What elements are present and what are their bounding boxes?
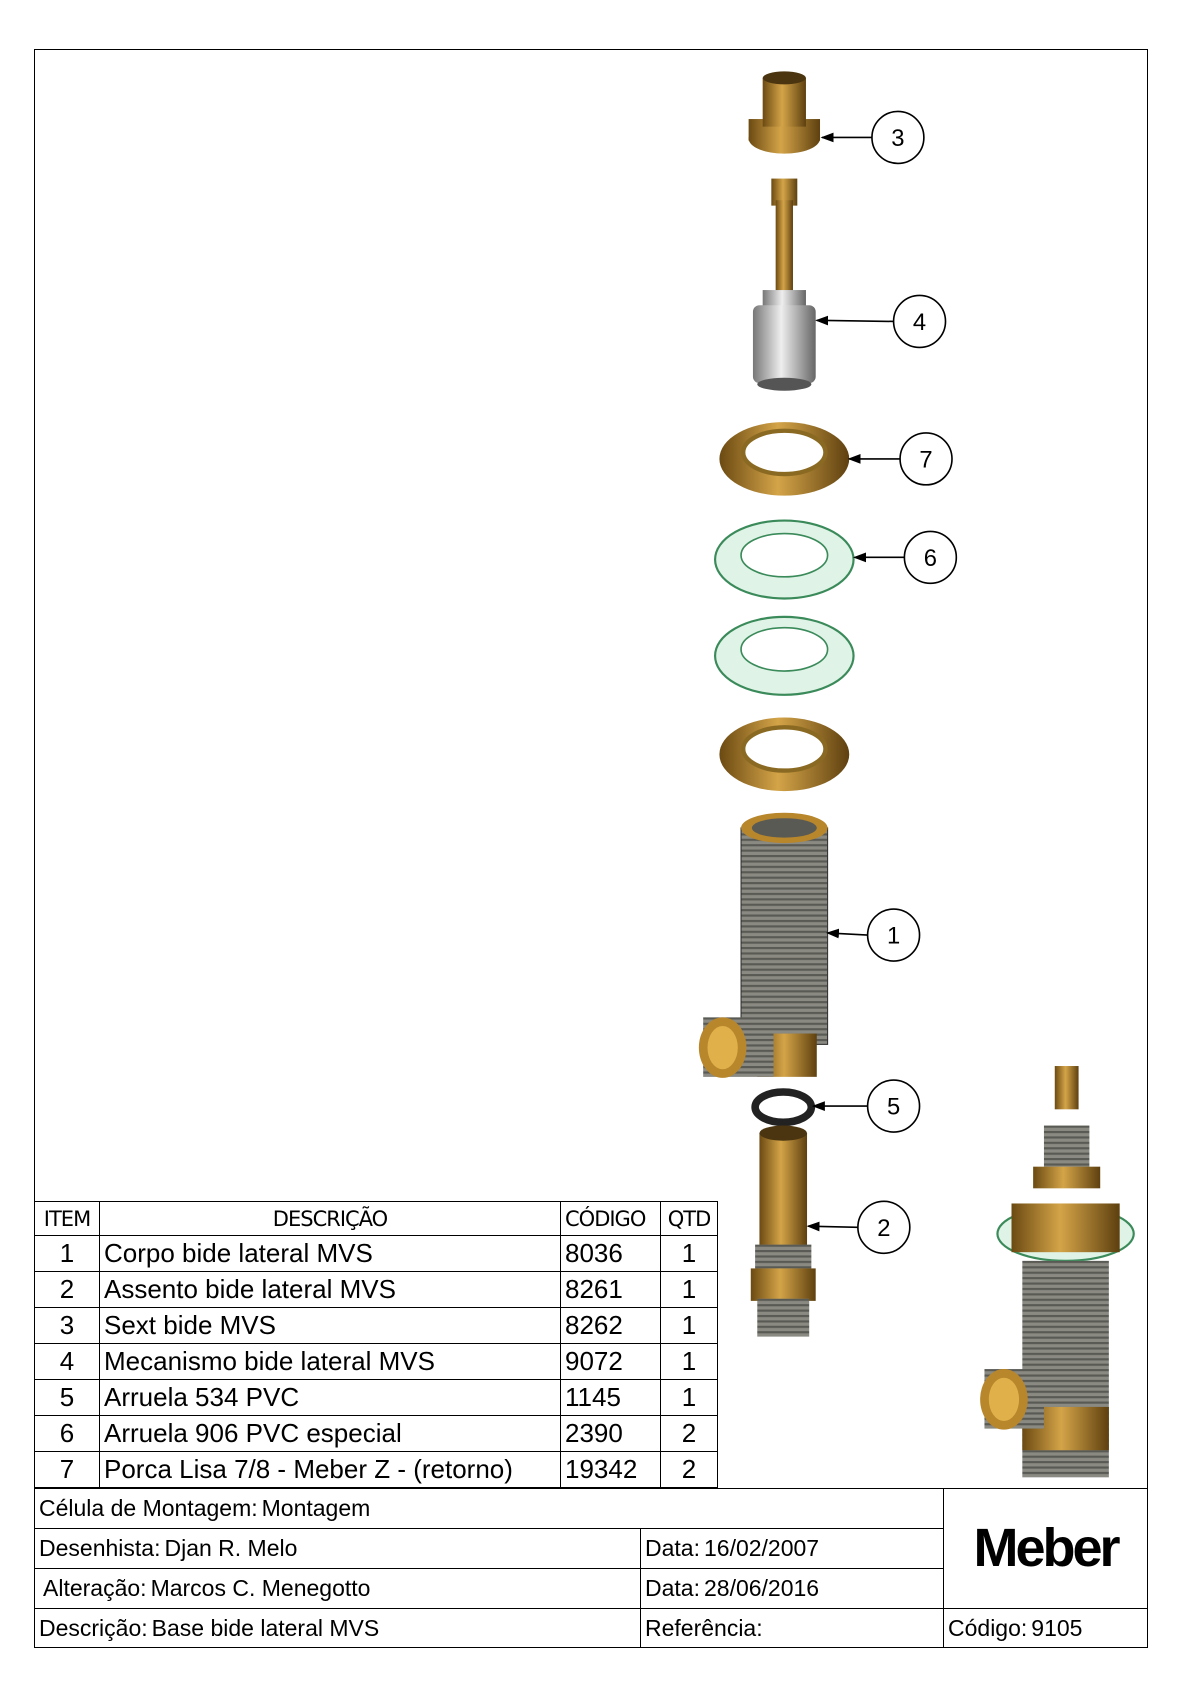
codigo-label: Código: (948, 1614, 1028, 1641)
cell-qtd: 1 (660, 1343, 718, 1380)
cell-codigo: 19342 (560, 1451, 661, 1488)
svg-text:2: 2 (877, 1215, 890, 1242)
logo-cell (943, 1488, 1148, 1609)
desenhista-label: Desenhista: (39, 1535, 161, 1561)
codigo-field: Código:9105 (943, 1608, 1148, 1648)
header-item: ITEM (34, 1201, 100, 1236)
bom-header: ITEM DESCRIÇÃO CÓDIGO QTD (34, 1201, 718, 1236)
cell-descricao: Porca Lisa 7/8 - Meber Z - (retorno) (99, 1451, 561, 1488)
part-assento (750, 1125, 816, 1337)
descricao-field: Descrição:Base bide lateral MVS (34, 1608, 641, 1648)
header-qtd: QTD (660, 1201, 718, 1236)
cell-item: 6 (34, 1415, 100, 1452)
cell-descricao: Assento bide lateral MVS (99, 1271, 561, 1308)
balloon-6: 6 (903, 530, 958, 585)
header-descricao: DESCRIÇÃO (99, 1201, 561, 1236)
celula-value: Montagem (261, 1495, 371, 1521)
cell-codigo: 1145 (560, 1379, 661, 1416)
celula-field: Célula de Montagem:Montagem (34, 1488, 944, 1529)
balloon-4: 4 (892, 294, 947, 349)
referencia-label: Referência: (645, 1614, 763, 1641)
cell-descricao: Arruela 534 PVC (99, 1379, 561, 1416)
svg-text:4: 4 (913, 309, 926, 336)
cell-item: 4 (34, 1343, 100, 1380)
svg-text:3: 3 (891, 125, 904, 152)
cell-qtd: 1 (660, 1307, 718, 1344)
cell-descricao: Mecanismo bide lateral MVS (99, 1343, 561, 1380)
cell-codigo: 8036 (560, 1235, 661, 1272)
desenhista-field: Desenhista:Djan R. Melo (34, 1528, 641, 1569)
part-corpo (698, 812, 829, 1078)
part-arruela-534 (751, 1088, 816, 1127)
cell-descricao: Sext bide MVS (99, 1307, 561, 1344)
desenhista-value: Djan R. Melo (164, 1535, 298, 1561)
balloon-3: 3 (871, 110, 925, 165)
balloon-2: 2 (857, 1200, 911, 1255)
cell-item: 1 (34, 1235, 100, 1272)
celula-label: Célula de Montagem: (39, 1495, 258, 1521)
cell-descricao: Corpo bide lateral MVS (99, 1235, 561, 1272)
header-codigo: CÓDIGO (560, 1201, 661, 1236)
cell-qtd: 2 (660, 1415, 718, 1452)
part-arruela-906 (714, 519, 855, 696)
cell-descricao: Arruela 906 PVC especial (99, 1415, 561, 1452)
data-alteracao-field: Data:28/06/2016 (640, 1568, 944, 1609)
data1-label: Data: (645, 1535, 700, 1561)
descricao-value: Base bide lateral MVS (151, 1614, 380, 1641)
cell-codigo: 8261 (560, 1271, 661, 1308)
meber-logo: Meber (973, 1518, 1120, 1578)
cell-qtd: 1 (660, 1235, 718, 1272)
cell-codigo: 9072 (560, 1343, 661, 1380)
part-mecanismo (752, 178, 816, 391)
cell-qtd: 1 (660, 1379, 718, 1416)
data-criacao-field: Data:16/02/2007 (640, 1528, 944, 1569)
svg-text:7: 7 (919, 447, 932, 474)
svg-text:6: 6 (924, 545, 937, 572)
balloon-7: 7 (899, 432, 953, 486)
cell-item: 2 (34, 1271, 100, 1308)
assembled-view (980, 1066, 1135, 1478)
data1-value: 16/02/2007 (703, 1535, 820, 1561)
referencia-field: Referência: (640, 1608, 944, 1648)
part-sext-bide (748, 71, 821, 154)
part-porca-top (719, 422, 850, 496)
codigo-value: 9105 (1031, 1614, 1083, 1641)
data2-value: 28/06/2016 (703, 1575, 820, 1601)
cell-codigo: 8262 (560, 1307, 661, 1344)
cell-qtd: 2 (660, 1451, 718, 1488)
svg-text:5: 5 (887, 1094, 900, 1121)
cell-item: 3 (34, 1307, 100, 1344)
part-porca-bottom (719, 717, 850, 792)
cell-item: 7 (34, 1451, 100, 1488)
data2-label: Data: (645, 1575, 700, 1601)
alteracao-label: Alteração: (43, 1575, 147, 1601)
alteracao-field: Alteração:Marcos C. Menegotto (34, 1568, 641, 1609)
cell-item: 5 (34, 1379, 100, 1416)
descricao-label: Descrição: (39, 1614, 148, 1641)
cell-qtd: 1 (660, 1271, 718, 1308)
balloon-5: 5 (866, 1079, 921, 1133)
svg-text:1: 1 (887, 923, 900, 950)
balloon-1: 1 (866, 908, 921, 962)
alteracao-value: Marcos C. Menegotto (150, 1575, 371, 1601)
cell-codigo: 2390 (560, 1415, 661, 1452)
